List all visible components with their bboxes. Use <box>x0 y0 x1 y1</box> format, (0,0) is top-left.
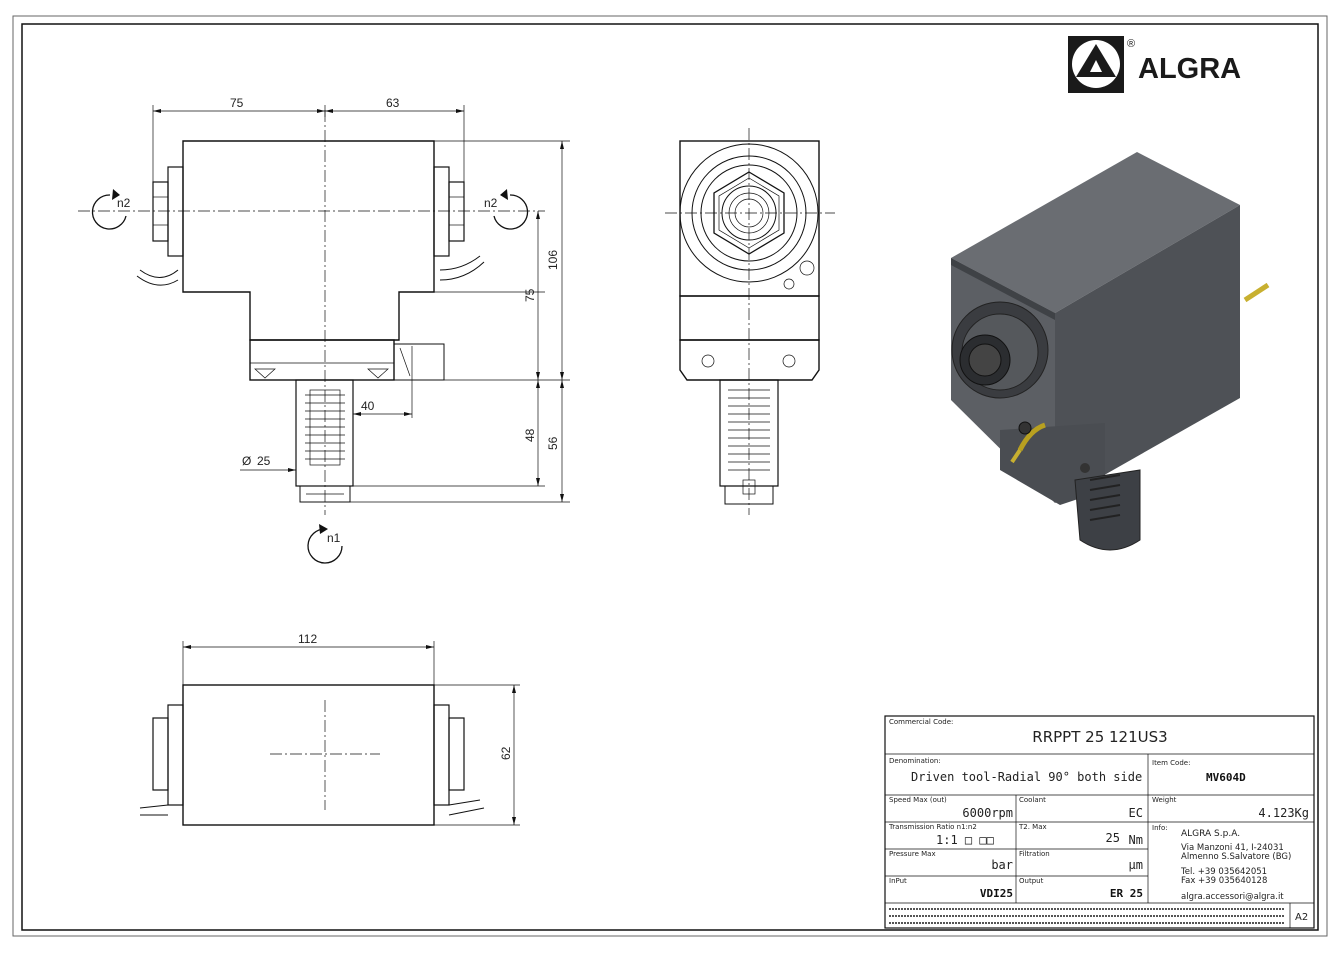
input-label: InPut <box>889 877 907 885</box>
weight-value: 4.123Kg <box>1258 806 1309 820</box>
telephone: Tel. +39 035642051 <box>1180 867 1267 877</box>
title-block: Commercial Code: RRPPT 25 121US3 Denomin… <box>884 715 1315 929</box>
n2-left-label: n2 <box>117 196 131 210</box>
item-code-label: Item Code: <box>1152 759 1190 767</box>
front-view: 75 63 106 75 40 48 56 Ø 25 n2 n2 n1 <box>78 96 570 564</box>
coolant-label: Coolant <box>1019 796 1046 804</box>
n2-right-label: n2 <box>484 196 498 210</box>
output-value: ER 25 <box>1110 887 1143 900</box>
dim-106: 106 <box>546 250 560 270</box>
dim-56: 56 <box>546 436 560 450</box>
torque-label: T2. Max <box>1018 823 1047 831</box>
output-label: Output <box>1019 877 1044 885</box>
outer-border <box>12 15 1328 937</box>
dim-62: 62 <box>499 746 513 760</box>
address-line-1: Via Manzoni 41, I-24031 <box>1181 843 1284 853</box>
commercial-code-label: Commercial Code: <box>889 718 953 726</box>
side-view <box>665 128 835 515</box>
speed-value: 6000rpm <box>962 806 1013 820</box>
fax: Fax +39 035640128 <box>1181 876 1267 886</box>
denomination-label: Denomination: <box>889 757 941 765</box>
coolant-value: EC <box>1129 806 1143 820</box>
torque-unit: Nm <box>1129 833 1143 847</box>
rotation-arrow-left-icon <box>91 189 127 230</box>
top-view: 112 62 <box>139 632 520 826</box>
item-code: MV604D <box>1206 771 1246 784</box>
dim-48: 48 <box>523 428 537 442</box>
input-value: VDI25 <box>980 887 1013 900</box>
email: algra.accessori@algra.it <box>1181 892 1284 902</box>
denomination: Driven tool-Radial 90° both side <box>911 770 1142 784</box>
ratio-label: Transmission Ratio n1:n2 <box>888 823 977 831</box>
rotation-arrow-bottom-icon <box>307 524 343 564</box>
isometric-view <box>951 152 1270 551</box>
dim-112: 112 <box>298 632 317 646</box>
weight-label: Weight <box>1152 796 1177 804</box>
dim-63-top: 63 <box>386 96 400 110</box>
inner-border <box>21 23 1319 931</box>
brand-name: ALGRA <box>1138 53 1241 85</box>
dim-75-side: 75 <box>523 288 537 302</box>
rotation-arrow-right-icon <box>493 189 529 230</box>
algra-logo: ALGRA ® <box>1068 36 1241 93</box>
speed-label: Speed Max (out) <box>889 796 947 804</box>
sheet-size: A2 <box>1295 912 1308 923</box>
dim-25: 25 <box>257 454 271 468</box>
ratio-value: 1:1 □ □□ <box>936 833 994 847</box>
filtration-unit: μm <box>1129 858 1143 872</box>
dim-dia-symbol: Ø <box>242 454 251 468</box>
pressure-label: Pressure Max <box>889 850 936 858</box>
n1-label: n1 <box>327 531 341 545</box>
torque-value: 25 <box>1106 831 1120 845</box>
address-line-2: Almenno S.Salvatore (BG) <box>1181 852 1291 862</box>
filtration-label: Filtration <box>1019 850 1050 858</box>
pressure-unit: bar <box>991 858 1013 872</box>
company-name: ALGRA S.p.A. <box>1181 829 1240 839</box>
dim-40: 40 <box>361 399 375 413</box>
fine-print <box>889 908 1285 924</box>
commercial-code: RRPPT 25 121US3 <box>1032 728 1167 746</box>
info-label: Info: <box>1152 824 1168 832</box>
dim-75-top: 75 <box>230 96 244 110</box>
registered-mark: ® <box>1127 38 1135 50</box>
